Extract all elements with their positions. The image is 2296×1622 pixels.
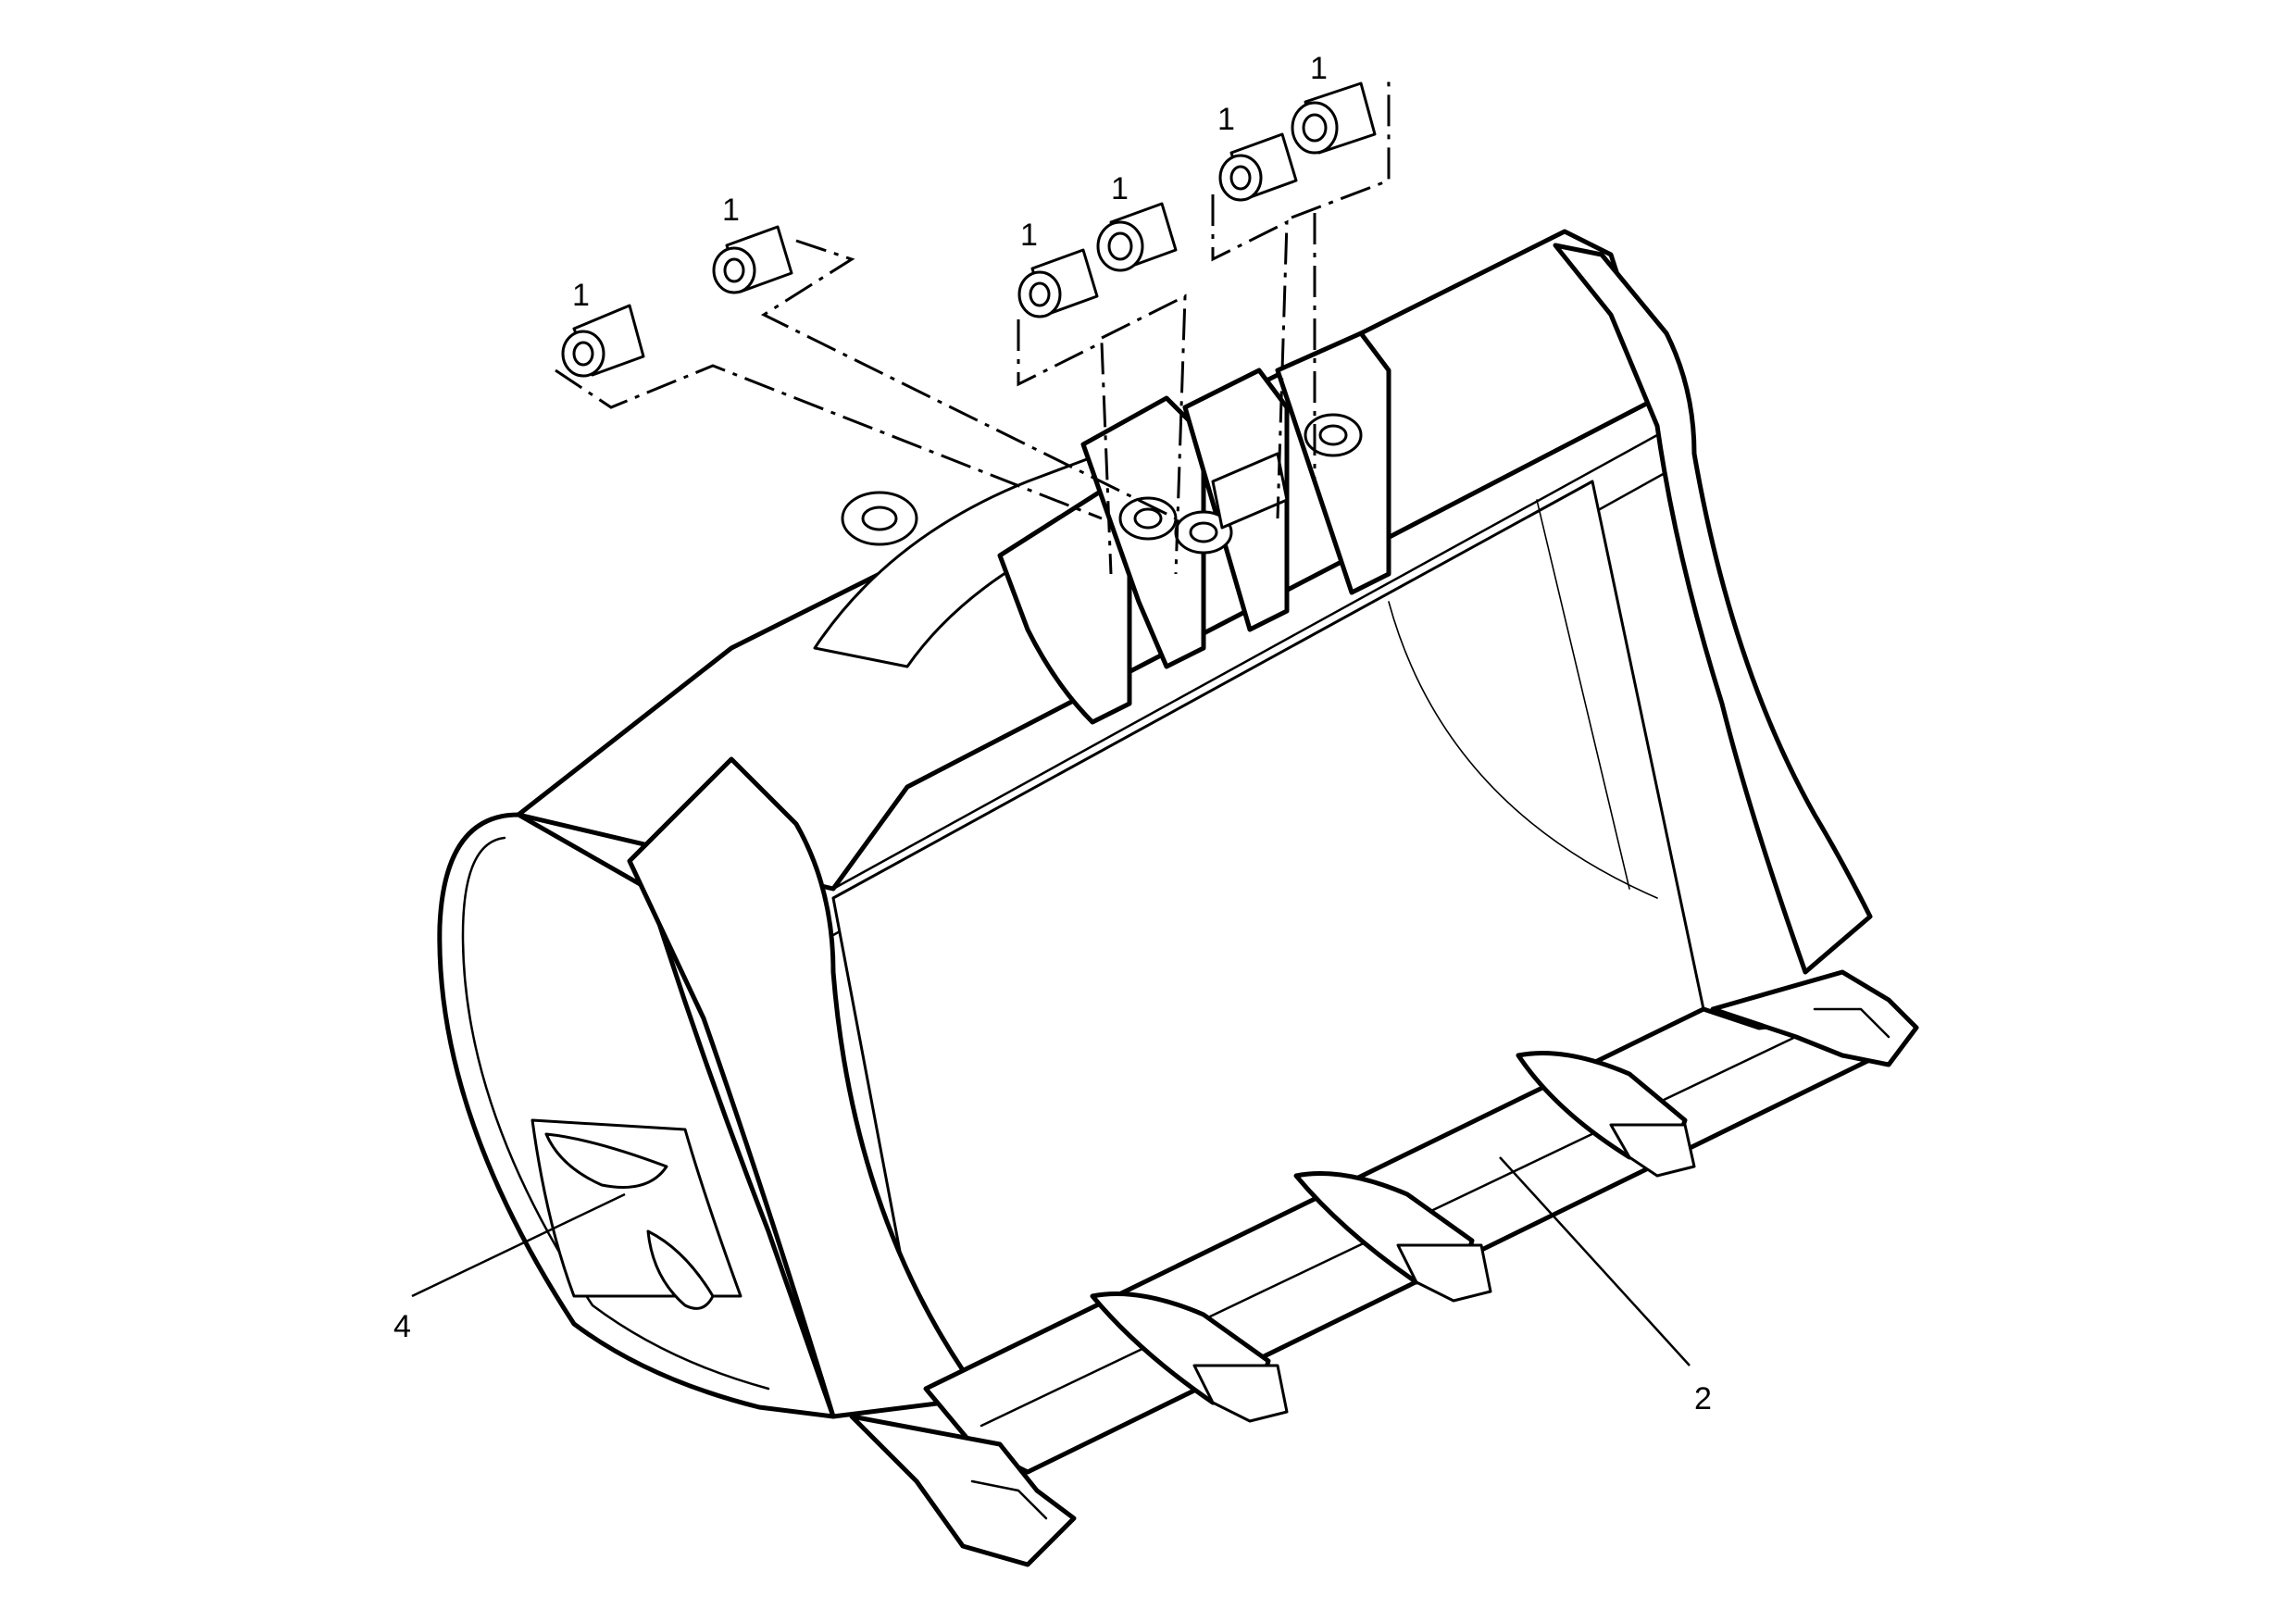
plate-slot-lower	[646, 1229, 715, 1310]
tooth-2	[1293, 1171, 1492, 1303]
callout-1-b: 1	[722, 193, 740, 228]
right-corner-adapter	[1710, 969, 1919, 1067]
callout-4: 4	[393, 1309, 411, 1344]
callout-1-d: 1	[1111, 171, 1129, 206]
bushing-a	[561, 304, 645, 378]
bushings	[561, 81, 1377, 378]
left-side-plate	[437, 812, 836, 1419]
bushing-e	[1218, 132, 1298, 202]
bushing-b	[712, 225, 793, 294]
assembly-lines	[555, 81, 1391, 575]
callout-1-a: 1	[572, 278, 590, 313]
tooth-1	[1516, 1051, 1696, 1178]
bushing-d	[1096, 202, 1178, 272]
right-side-plate	[1553, 243, 1873, 975]
plate-slot-upper	[544, 1132, 668, 1189]
bushing-f	[1291, 81, 1377, 155]
leader-4	[411, 1192, 626, 1298]
leader-2	[1499, 1156, 1691, 1366]
callout-1-e: 1	[1217, 102, 1235, 137]
bucket-body	[437, 229, 1919, 1567]
tooth-3	[1090, 1291, 1289, 1423]
left-corner-adapter	[849, 1414, 1077, 1567]
callout-1-c: 1	[1020, 218, 1038, 253]
hinge-assembly	[813, 331, 1391, 725]
left-gusset	[627, 756, 984, 1419]
leader-lines	[411, 1156, 1691, 1366]
callout-2: 2	[1694, 1381, 1712, 1416]
callout-1-f: 1	[1310, 51, 1328, 86]
callouts: 1 1 1 1 1 1 2 4	[393, 51, 1712, 1416]
bushing-c	[1017, 248, 1099, 318]
